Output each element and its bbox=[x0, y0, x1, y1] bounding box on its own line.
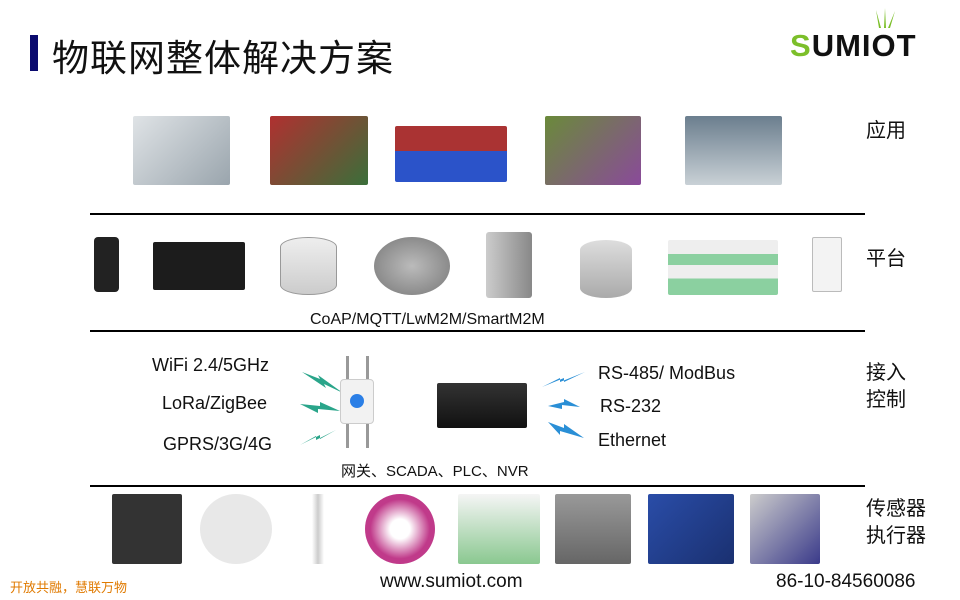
app-image-3d-park bbox=[545, 116, 641, 185]
sumiot-logo: SUMIOT bbox=[790, 8, 940, 63]
page-title: 物联网整体解决方案 bbox=[52, 37, 394, 80]
platform-gears-icon bbox=[374, 237, 450, 295]
platform-chart-screenshot bbox=[668, 240, 778, 295]
wireless-wifi: WiFi 2.4/5GHz bbox=[152, 355, 270, 375]
platform-dashboard-gauges bbox=[153, 242, 245, 290]
title-accent-bar bbox=[30, 35, 38, 71]
wired-rs232: RS-232 bbox=[600, 396, 662, 416]
actuator-image-relay bbox=[555, 494, 631, 564]
app-image-smart-building bbox=[133, 116, 230, 185]
divider bbox=[90, 485, 865, 487]
wireless-cellular: GPRS/3G/4G bbox=[163, 434, 273, 454]
footer-slogan: 开放共融，慧联万物 bbox=[10, 580, 128, 595]
sensor-image-flowmeter bbox=[750, 494, 820, 564]
protocols-text: CoAP/MQTT/LwM2M/SmartM2M bbox=[310, 311, 545, 328]
wired-rs485: RS-485/ ModBus bbox=[598, 363, 736, 383]
layer-label-control: 控制 bbox=[866, 389, 906, 411]
sensor-image-module bbox=[112, 494, 182, 564]
footer-website[interactable]: www.sumiot.com bbox=[380, 571, 523, 592]
footer-phone: 86-10-84560086 bbox=[776, 571, 916, 592]
platform-mobile-screen bbox=[812, 237, 842, 292]
sensor-image-camera bbox=[365, 494, 435, 564]
platform-storage-icon bbox=[580, 240, 632, 298]
layer-label-platform: 平台 bbox=[866, 248, 906, 270]
platform-database-cylinder-icon bbox=[280, 237, 337, 295]
wireless-signal-icon bbox=[300, 372, 343, 445]
sensor-image-weather-station bbox=[288, 494, 348, 564]
actuator-image-controller bbox=[648, 494, 734, 564]
divider bbox=[90, 213, 865, 215]
app-image-factory bbox=[270, 116, 368, 185]
layer-label-actuator: 执行器 bbox=[866, 525, 926, 547]
platform-phone-icon bbox=[94, 237, 119, 292]
divider bbox=[90, 330, 865, 332]
gateway-device-image bbox=[337, 356, 407, 448]
sensor-image-probe bbox=[458, 494, 540, 564]
app-image-campus-building bbox=[395, 126, 507, 182]
gateway-caption: 网关、SCADA、PLC、NVR bbox=[341, 463, 529, 480]
wired-signal-icon bbox=[542, 372, 585, 438]
wired-ethernet: Ethernet bbox=[598, 430, 667, 450]
layer-label-sensor: 传感器 bbox=[866, 498, 926, 520]
platform-server-icon bbox=[486, 232, 532, 298]
leaf-icon bbox=[876, 8, 895, 28]
app-image-control-room bbox=[685, 116, 782, 185]
layer-label-application: 应用 bbox=[866, 120, 906, 142]
wireless-lora: LoRa/ZigBee bbox=[162, 393, 268, 413]
industrial-computer-image bbox=[437, 383, 527, 428]
layer-label-access: 接入 bbox=[866, 362, 906, 384]
sensor-image-node bbox=[200, 494, 272, 564]
